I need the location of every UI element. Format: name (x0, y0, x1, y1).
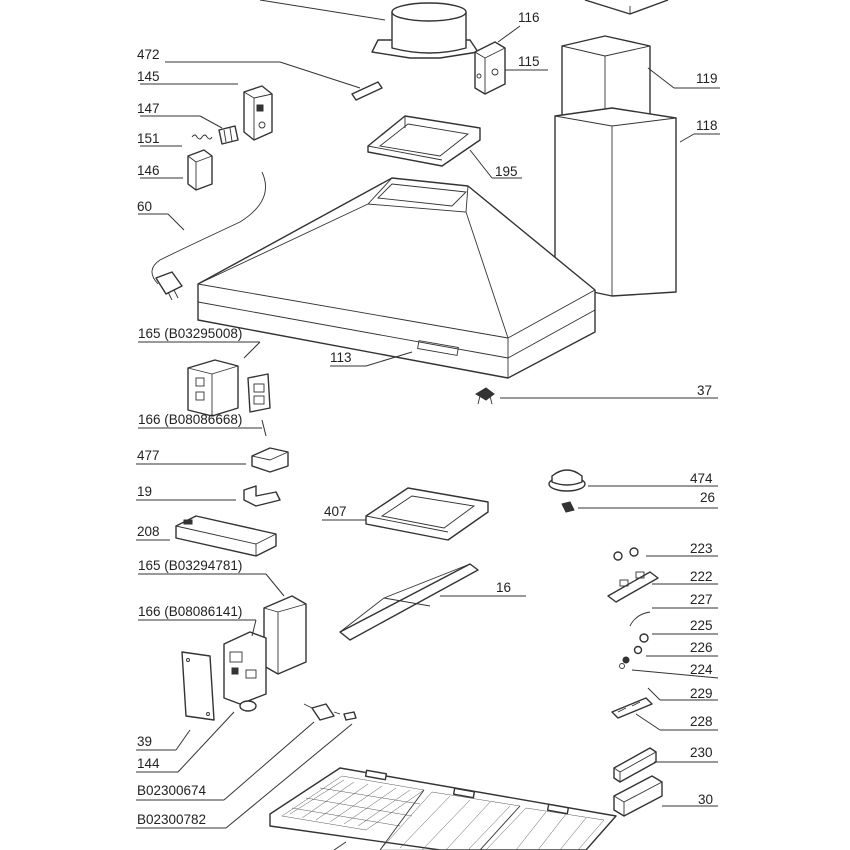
label-147: 147 (137, 101, 160, 116)
part-227-cable (629, 607, 718, 627)
label-228: 228 (690, 714, 713, 729)
part-151-spring (140, 134, 213, 147)
label-230: 230 (690, 745, 713, 760)
part-b02300782-pin (136, 711, 357, 829)
label-224: 224 (690, 662, 713, 677)
label-26: 26 (700, 490, 715, 505)
label-407: 407 (324, 504, 347, 519)
label-115: 115 (518, 54, 540, 69)
part-39-panel (136, 651, 215, 751)
label-144: 144 (137, 756, 160, 771)
part-195-bracket (367, 115, 522, 179)
part-477-cap (136, 447, 289, 473)
label-226: 226 (690, 640, 713, 655)
part-225-226-224 (619, 633, 719, 679)
part-165a-box (138, 341, 271, 437)
part-229-228-switch (611, 687, 718, 731)
label-b02300782: B02300782 (137, 812, 206, 827)
label-222: 222 (690, 569, 713, 584)
part-147-terminal (140, 115, 239, 145)
label-166-b08086141: 166 (B08086141) (138, 604, 242, 619)
label-151: 151 (137, 131, 160, 146)
part-165b-box (138, 573, 307, 675)
label-472: 472 (137, 47, 160, 62)
label-b02300674: B02300674 (137, 783, 207, 798)
label-227: 227 (690, 592, 713, 607)
label-30: 30 (698, 792, 713, 807)
label-146: 146 (137, 163, 160, 178)
part-37-clip (475, 387, 718, 405)
label-165-b03295008: 165 (B03295008) (138, 326, 242, 341)
part-145-switch (140, 83, 273, 141)
label-145: 145 (137, 69, 160, 84)
label-477: 477 (137, 448, 160, 463)
part-16-channel (339, 563, 526, 641)
part-223-222-lampholder (607, 547, 718, 603)
label-165-b03294781: 165 (B03294781) (138, 558, 242, 573)
label-223: 223 (690, 541, 713, 556)
label-474: 474 (690, 471, 713, 486)
part-113-hood (197, 177, 596, 379)
part-166b-pcb (138, 619, 267, 705)
label-119: 119 (696, 71, 718, 86)
label-166-b08086668: 166 (B08086668) (138, 412, 242, 427)
part-chimney (554, 35, 720, 297)
part-labels: 116 115 472 145 147 151 146 119 118 195 … (137, 10, 718, 827)
part-146-cover (140, 149, 213, 191)
part-junction-box (474, 25, 548, 95)
label-113: 113 (330, 350, 352, 365)
label-225: 225 (690, 618, 713, 633)
label-19: 19 (137, 484, 152, 499)
label-16: 16 (496, 580, 511, 595)
part-474-lamp (548, 469, 718, 513)
part-top-bracket (584, 0, 669, 15)
part-motor-housing (259, 0, 479, 59)
part-b02300674-connector (136, 703, 341, 801)
part-208-transformer (136, 515, 277, 557)
part-230-30-trims (613, 747, 718, 817)
label-229: 229 (690, 686, 713, 701)
part-60-power-cord (138, 171, 266, 301)
part-472-plate (165, 61, 383, 101)
label-37: 37 (697, 383, 712, 398)
part-19-bracket (136, 485, 281, 507)
label-116: 116 (518, 10, 540, 25)
label-195: 195 (495, 164, 518, 179)
label-60: 60 (137, 199, 152, 214)
label-118: 118 (696, 118, 718, 133)
label-208: 208 (137, 524, 160, 539)
label-39: 39 (137, 734, 152, 749)
part-144-knob (136, 700, 257, 773)
part-grease-filters (269, 767, 617, 850)
part-407-frame (322, 487, 489, 541)
